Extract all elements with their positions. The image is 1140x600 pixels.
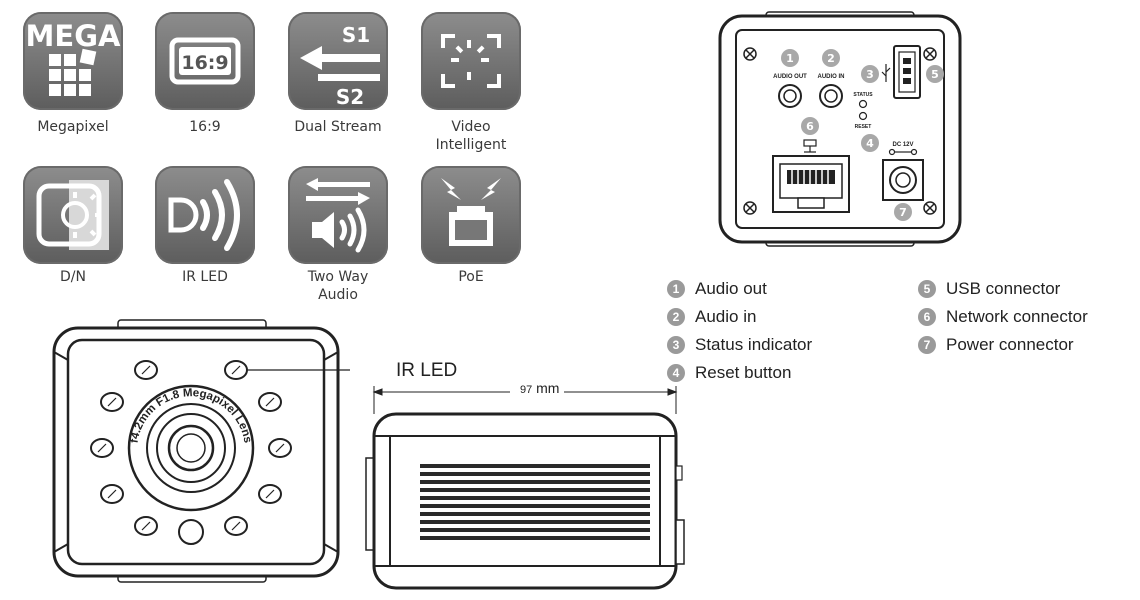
svg-text:1: 1	[786, 52, 794, 65]
mega-badge: MEGA	[26, 19, 121, 53]
rear-panel-diagram: 1 2 3 4 5 6 7 AUDIO OUT AUDIO IN STATUS …	[718, 11, 962, 247]
aspect-ratio-label: 16:9	[189, 119, 221, 135]
svg-text:5: 5	[931, 68, 939, 81]
usb-connector	[893, 45, 921, 99]
svg-text:3: 3	[866, 68, 874, 81]
side-view-diagram	[365, 386, 685, 590]
ir-led-label: IR LED	[182, 269, 228, 285]
day-night-icon	[36, 180, 109, 250]
megapixel-label: Megapixel	[37, 119, 109, 135]
audio-out-jack	[778, 84, 802, 108]
ir-led-callout: IR LED	[396, 360, 458, 381]
video-intelligent-label-2: Intelligent	[435, 137, 507, 153]
usb-symbol-icon	[881, 64, 891, 82]
poe-tile	[421, 166, 521, 264]
dimension-line	[372, 386, 678, 414]
power-connector	[882, 159, 924, 201]
svg-text:6: 6	[806, 120, 814, 133]
poe-label: PoE	[458, 269, 484, 285]
dc-label: DC 12V	[892, 142, 913, 148]
dimension-unit: mm	[536, 380, 560, 396]
lens: f4.2mm F1.8 Megapixel Lens	[127, 384, 255, 512]
light-sensor	[178, 519, 204, 545]
dual-stream-tile: S1 S2	[288, 12, 388, 110]
poe-icon	[441, 178, 501, 246]
ir-led-tile	[155, 166, 255, 264]
video-intelligent-label-1: Video	[451, 119, 491, 135]
status-label: STATUS	[853, 92, 873, 98]
ir-led-icon	[168, 179, 240, 251]
megapixel-tile: MEGA	[23, 12, 123, 110]
front-view-diagram: f4.2mm F1.8 Megapixel Lens	[52, 319, 350, 583]
network-connector	[772, 139, 850, 213]
svg-text:2: 2	[827, 52, 835, 65]
s1-badge: S1	[342, 23, 370, 47]
two-way-audio-icon	[306, 178, 370, 253]
dual-stream-label: Dual Stream	[294, 119, 382, 135]
s2-badge: S2	[336, 85, 364, 109]
rear-markers: 1 2 3 4 5 6 7	[781, 49, 944, 221]
video-intelligent-tile	[421, 12, 521, 110]
dimension-label: 97 mm	[518, 380, 562, 396]
day-night-label: D/N	[60, 269, 86, 285]
two-way-audio-tile	[288, 166, 388, 264]
svg-text:4: 4	[866, 137, 874, 150]
aspect-ratio-icon: 16:9	[169, 37, 241, 85]
ir-led-array	[90, 360, 292, 536]
svg-text:7: 7	[899, 206, 907, 219]
two-way-audio-label-1: Two Way	[307, 269, 369, 285]
reset-button	[858, 111, 868, 121]
megapixel-icon: MEGA	[26, 19, 121, 96]
video-intelligent-icon	[441, 34, 501, 88]
aspect-ratio-tile: 16:9	[155, 12, 255, 110]
dual-stream-icon: S1 S2	[300, 23, 380, 109]
aspect-badge: 16:9	[181, 52, 228, 74]
cooling-fins	[420, 464, 650, 540]
dimension-value: 97	[520, 384, 533, 396]
audio-out-label: AUDIO OUT	[773, 74, 807, 80]
day-night-tile	[23, 166, 123, 264]
status-led	[858, 99, 868, 109]
two-way-audio-label-2: Audio	[318, 287, 358, 303]
reset-label: RESET	[855, 124, 872, 130]
audio-in-label: AUDIO IN	[818, 74, 845, 80]
audio-in-jack	[819, 84, 843, 108]
